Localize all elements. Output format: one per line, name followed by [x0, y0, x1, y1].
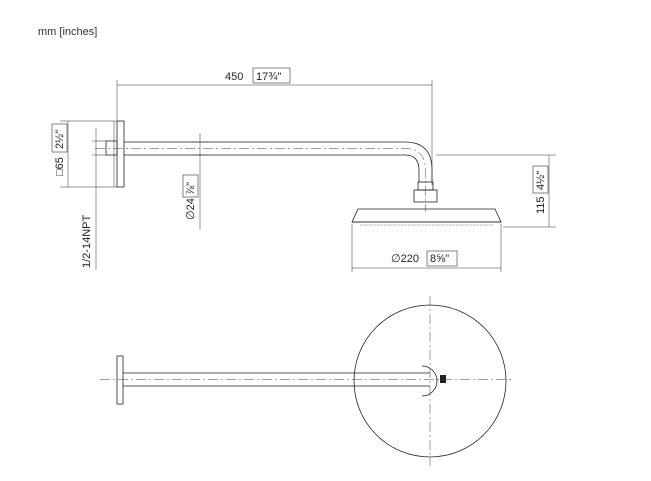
- top-joint-pin: [440, 375, 446, 383]
- pipe-dim-label: ∅24 ⅞": [182, 174, 199, 220]
- dim-box: [532, 165, 549, 194]
- ball-joint: [413, 189, 438, 203]
- top-wall-flange: [116, 355, 124, 405]
- dim-box: [51, 123, 68, 153]
- arm-pipe-top: [124, 141, 433, 182]
- dim-box: [252, 67, 291, 84]
- dim-box: [426, 250, 458, 267]
- shower-head-body: [351, 208, 502, 223]
- height-dim-label: 115 4½": [532, 165, 549, 214]
- dim-height-mm: 115: [535, 196, 547, 214]
- dim-arm-inch: 17¾": [256, 71, 281, 83]
- top-view: [100, 296, 512, 466]
- arm-pipe-bottom: [124, 154, 420, 182]
- dim-head-mm: ∅220: [391, 253, 419, 265]
- dim-flange-inch: 2½": [54, 130, 66, 149]
- dim-arm-mm: 450: [225, 71, 243, 83]
- dim-flange-mm: □65: [54, 157, 66, 176]
- units-label: mm [inches]: [38, 26, 98, 38]
- wall-flange: [116, 120, 125, 188]
- dim-pipe-inch: ⅞": [185, 182, 197, 195]
- flange-dim-label: □65 2½": [51, 123, 68, 176]
- dim-box: [182, 174, 199, 198]
- side-view: 450 17¾" □65 2½" 1/2-14NPT ∅24 ⅞": [51, 67, 556, 272]
- thread-label: 1/2-14NPT: [81, 215, 93, 268]
- thread-spec: 1/2-14NPT: [81, 215, 93, 268]
- dim-pipe-mm: ∅24: [185, 198, 197, 220]
- arm-centerline: [95, 148, 426, 212]
- top-ball-joint: [421, 365, 438, 397]
- thread-stub: [105, 140, 118, 156]
- dim-head-inch: 8⅝": [430, 253, 449, 265]
- dim-height-inch: 4½": [535, 171, 547, 190]
